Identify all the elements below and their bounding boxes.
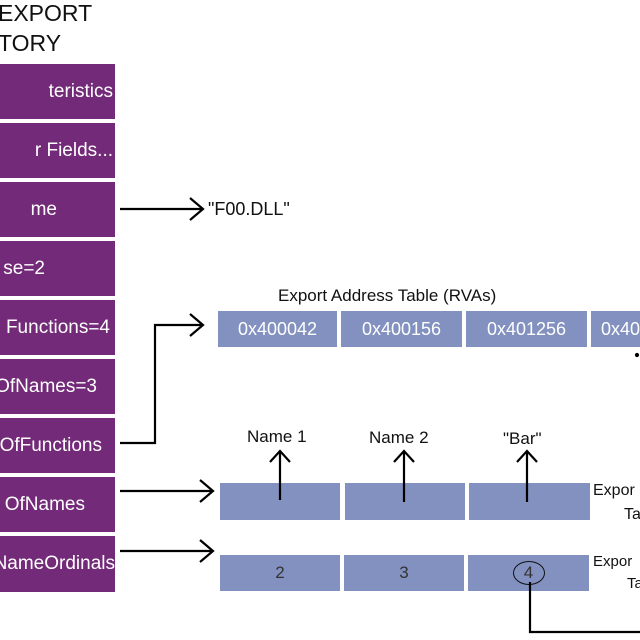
- ordinal-to-eat-line: [528, 582, 640, 634]
- directory-field: r Fields...: [0, 123, 115, 178]
- arrow-name2: [393, 449, 415, 502]
- directory-field: se=2: [0, 241, 115, 296]
- directory-field: Functions=4: [0, 300, 115, 355]
- name-table-label: Expor: [593, 482, 635, 499]
- eat-cell: 0x400042: [218, 311, 337, 347]
- directory-field: me: [0, 182, 115, 237]
- arrow-name1: [269, 449, 291, 500]
- arrow-names-to-name-table: [120, 479, 215, 503]
- directory-field: OfNames: [0, 477, 115, 532]
- directory-field: OfFunctions: [0, 418, 115, 473]
- name-label: "Bar": [503, 429, 542, 448]
- ordinal-cell: 3: [344, 555, 464, 591]
- arrow-name-to-dll: [120, 197, 205, 221]
- dll-name: "F00.DLL": [208, 199, 290, 219]
- eat-marker: [634, 352, 640, 358]
- highlighted-ordinal: 4: [512, 561, 545, 585]
- directory-field: teristics: [0, 64, 115, 119]
- name-label: Name 2: [369, 428, 429, 447]
- name-table-label: Ta: [624, 506, 640, 523]
- arrow-functions-to-eat: [120, 313, 205, 445]
- arrow-bar: [516, 449, 538, 502]
- diagram-title-line1: EXPORT: [0, 0, 93, 26]
- eat-cell: 0x400156: [341, 311, 462, 347]
- name-table-cell: [469, 483, 590, 520]
- directory-field: OfNames=3: [0, 359, 115, 414]
- ordinal-cell: 4: [468, 555, 589, 591]
- directory-field: NameOrdinals: [0, 536, 115, 592]
- arrow-ordinals-to-ordinal-table: [120, 539, 215, 563]
- ordinal-table-label: Expor: [593, 553, 633, 570]
- eat-cell: 0x401256: [466, 311, 587, 347]
- eat-cell: 0x40: [591, 311, 640, 347]
- eat-label: Export Address Table (RVAs): [278, 286, 497, 305]
- ordinal-table-label: Ta: [627, 575, 640, 592]
- name-label: Name 1: [247, 427, 307, 446]
- ordinal-cell: 2: [220, 555, 340, 591]
- diagram-title-line2: TORY: [0, 30, 62, 56]
